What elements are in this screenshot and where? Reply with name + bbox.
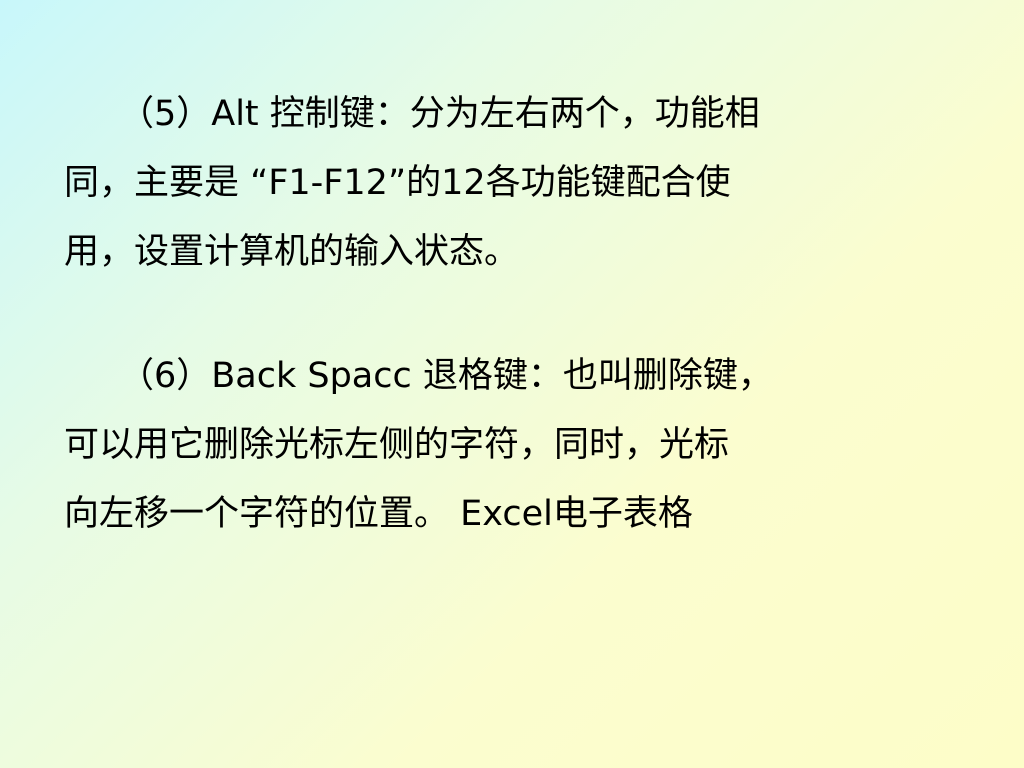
text-line: （5）Alt 控制键：分为左右两个，功能相 [119,94,760,134]
slide-content: （5）Alt 控制键：分为左右两个，功能相 同，主要是 “F1-F12”的12各… [64,80,964,549]
text-line: 同，主要是 “F1-F12”的12各功能键配合使 [64,163,731,203]
text-line: 可以用它删除光标左侧的字符，同时，光标 [64,425,730,465]
text-line: 向左移一个字符的位置。 Excel电子表格 [64,494,693,534]
text-line: 用，设置计算机的输入状态。 [64,232,520,272]
paragraph-backspace-key: （6）Back Spacc 退格键：也叫删除键， 可以用它删除光标左侧的字符，同… [64,342,964,549]
paragraph-alt-key: （5）Alt 控制键：分为左右两个，功能相 同，主要是 “F1-F12”的12各… [64,80,964,287]
text-line: （6）Back Spacc 退格键：也叫删除键， [119,356,773,396]
